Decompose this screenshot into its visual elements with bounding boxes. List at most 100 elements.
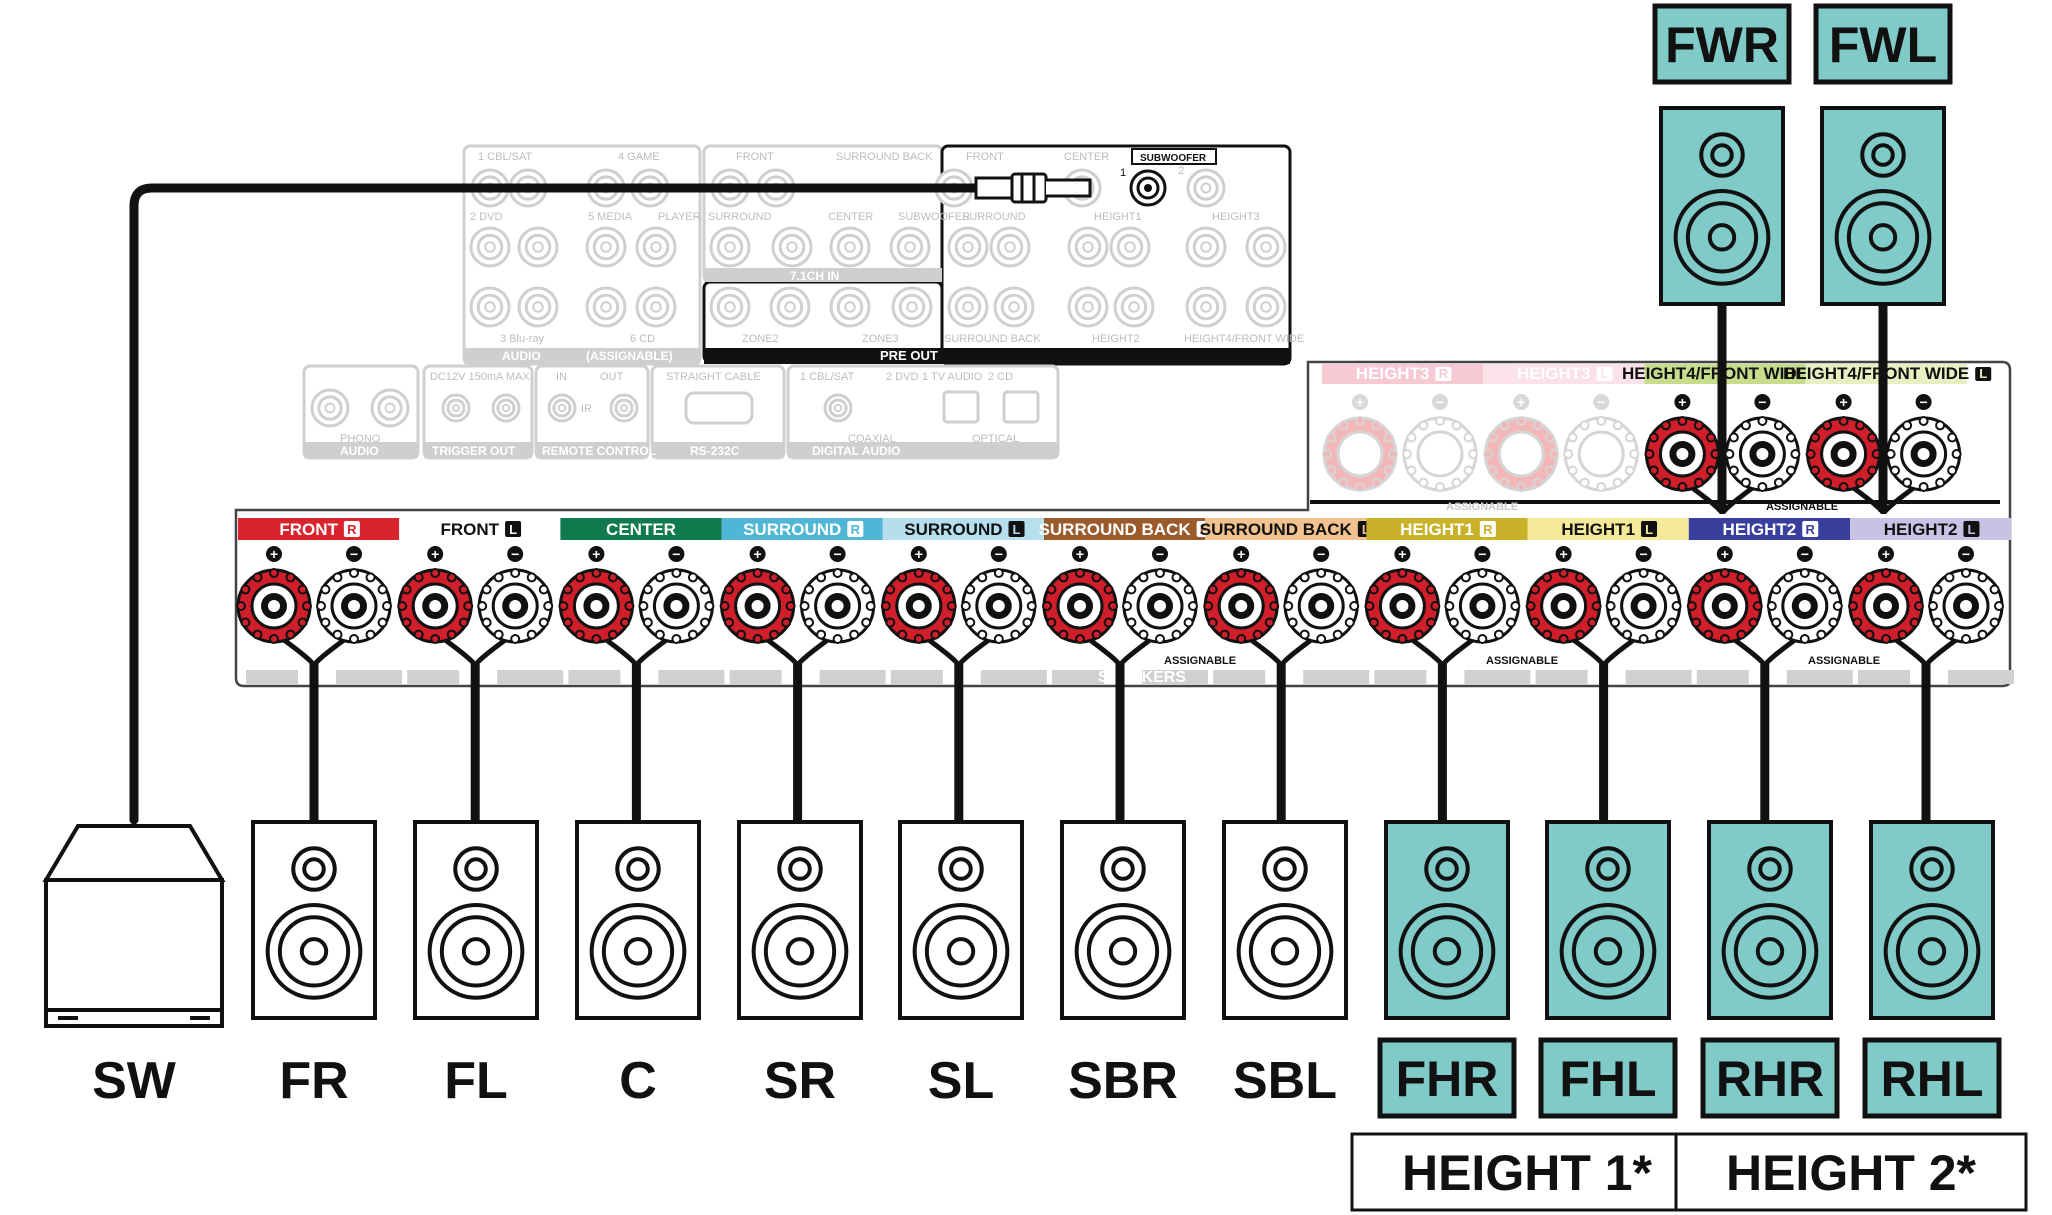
label-center-preout: CENTER [1064,151,1109,163]
tweeter [938,846,984,892]
speaker-label-fhr: FHR [1377,1037,1517,1119]
binding-post-pair: +− [397,546,554,667]
band-label: HEIGHT4/FRONT WIDE [1783,364,1969,383]
plus-marker [749,546,766,562]
speaker-label-sl: SL [928,1052,994,1110]
panel-stripe [1052,670,1104,684]
minus-marker [1432,394,1448,410]
plus-glyph: + [1398,546,1406,562]
plus-marker [1394,546,1411,562]
plus-marker [910,546,927,562]
minus-marker [1593,394,1610,410]
label-box [1674,1132,2028,1212]
rca-plug-body [974,176,1014,200]
side-badge [1975,367,1992,381]
side-badge-text: L [1645,522,1653,537]
plus-glyph: + [1517,394,1525,410]
speaker-label-sr: SR [764,1052,836,1110]
plus-marker [1878,546,1894,562]
minus-marker [1754,394,1771,410]
band-label: SURROUND BACK [1200,520,1353,539]
side-badge-text: L [509,522,517,537]
speakers-label: SPEAKERS [1098,669,1186,686]
rca-jack [989,226,1031,268]
plus-glyph: + [1678,394,1686,410]
label-rs232c: RS-232C [690,444,740,458]
panel-stripe [1142,670,1208,684]
rca-jack [829,286,871,328]
band-label: HEIGHT3 [1517,364,1591,383]
rca-jack [469,226,511,268]
minus-glyph: − [1640,546,1648,562]
label-audio-in: AUDIO [502,349,541,363]
group-label-height1: HEIGHT 1* [1350,1132,1704,1212]
label-tv-audio: 1 TV AUDIO [922,371,983,383]
band-background [560,518,722,540]
lower-assignable-2: ASSIGNABLE [1486,655,1558,667]
channel-band: CENTER [560,518,722,540]
label-center-71: CENTER [828,211,873,223]
minus-glyph: − [834,546,842,562]
label-surround-71: SURROUND [708,211,772,223]
optical-port [1002,390,1040,424]
side-badge-text: L [1601,366,1609,381]
panel-stripe [1696,670,1749,684]
plus-marker [588,546,605,562]
rca-jack [469,286,511,328]
speaker-cables [309,304,1931,822]
label-box [1538,1037,1678,1119]
band-label: FRONT [279,520,338,539]
plus-marker [1555,546,1572,562]
minus-glyph: − [1478,546,1486,562]
minus-glyph: − [350,546,358,562]
plus-glyph: + [1721,546,1729,562]
rca-jack [1245,226,1287,268]
tweeter [1860,132,1906,178]
tweeter [615,846,661,892]
tweeter [1699,132,1745,178]
label-sw-1: 1 [1120,167,1126,179]
minus-marker [1915,394,1932,410]
plus-marker [1513,394,1530,410]
minus-marker [346,546,362,562]
band-label: HEIGHT2 [1723,520,1797,539]
rca-jack [1186,168,1226,208]
side-badge-text: R [1483,522,1493,537]
minus-glyph: − [995,546,1003,562]
group-label-height2: HEIGHT 2* [1674,1132,2028,1212]
rca-jack [1185,286,1227,328]
label-dvd: 2 DVD [470,211,502,223]
side-badge-text: L [1979,366,1987,381]
label-coax-cd: 2 CD [988,371,1013,383]
tweeter [1100,846,1146,892]
label-height3-preout: HEIGHT3 [1212,211,1260,223]
speaker-cabinet [737,820,863,1020]
label-optical: OPTICAL [972,433,1019,445]
speaker-cabinet [1384,820,1510,1020]
upper-divider [1310,500,2000,504]
binding-post-pair: +− [558,546,715,667]
label-pre-out: PRE OUT [880,348,938,363]
speaker-cabinet [1659,106,1785,306]
plus-glyph: + [1882,546,1890,562]
label-in: IN [556,371,567,383]
binding-post-pair: +− [1848,546,2004,667]
label-height2-pre: HEIGHT2 [1092,333,1140,345]
plus-marker [1835,394,1852,410]
speaker-label-rhr: RHR [1700,1037,1840,1119]
label-text: FWL [1829,17,1937,73]
minus-glyph: − [1920,394,1928,410]
speaker-label-sbl: SBL [1233,1052,1337,1110]
rca-plug-head [1010,172,1048,204]
upper-assignable-right: ASSIGNABLE [1766,501,1838,513]
plus-glyph: + [592,546,600,562]
panel-stripe [1625,670,1692,684]
rca-jack-array [310,168,1287,428]
speaker-cabinet [898,820,1024,1020]
binding-post-pair: +− [880,546,1037,667]
label-box [1652,3,1792,85]
label-coaxial: COAXIAL [848,433,896,445]
speaker-cabinet [1820,106,1946,306]
terminal-lead [1719,485,1754,515]
